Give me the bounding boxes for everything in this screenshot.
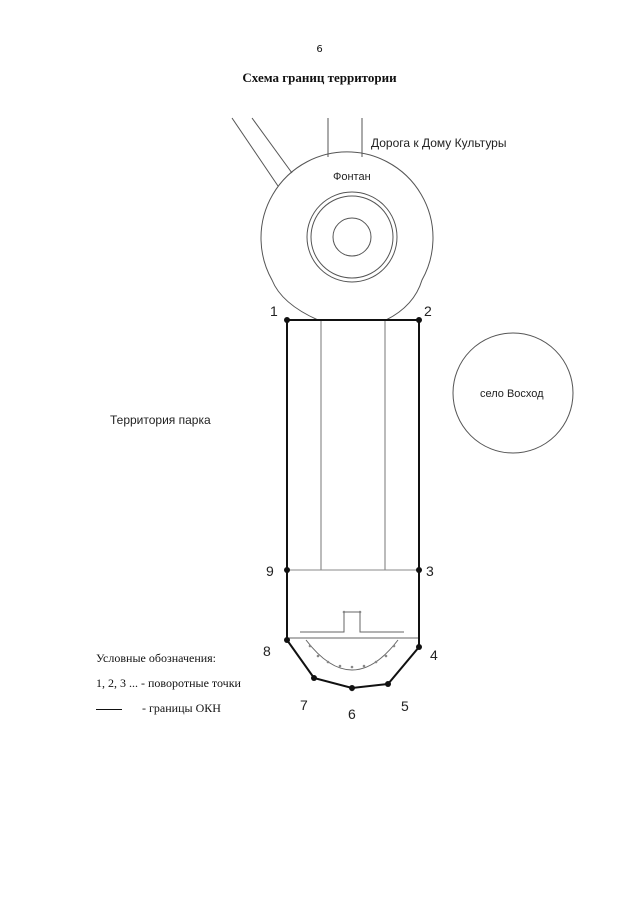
fountain-ring-middle [310,195,394,279]
point-label-3: 3 [426,563,434,579]
legend-boundary-text: - границы ОКН [142,701,221,715]
page-number: 6 [316,44,323,55]
point-label-8: 8 [263,643,271,659]
point-label-1: 1 [270,303,278,319]
fountain-label: Фонтан [333,171,371,183]
memorial-dots [308,610,396,692]
point-marker-9 [284,567,290,573]
fountain-ring-outer [306,191,398,283]
legend-boundary-line [96,708,122,710]
diagonal-road [231,117,293,187]
point-marker-5 [385,681,391,687]
point-marker-7 [311,675,317,681]
point-marker-1 [284,317,290,323]
point-label-6: 6 [348,706,356,722]
village-label: село Восход [480,388,544,400]
village-circle [452,332,574,454]
park-label: Территория парка [110,413,211,427]
point-label-7: 7 [300,697,308,713]
legend-boundary: - границы ОКН [96,701,221,716]
point-marker-4 [416,644,422,650]
fountain-ring-inner [332,217,372,257]
legend-turning-points: 1, 2, 3 ... - поворотные точки [96,676,241,690]
point-marker-2 [416,317,422,323]
legend-heading: Условные обозначения: [96,651,217,665]
fountain-plaza [260,151,434,321]
okn-boundary [286,319,420,690]
road-label: Дорога к Дому Культуры [371,136,506,150]
page-title: Схема границ территории [242,70,397,85]
point-marker-8 [284,637,290,643]
point-marker-6 [349,685,355,691]
point-label-5: 5 [401,698,409,714]
point-label-4: 4 [430,647,438,663]
point-label-9: 9 [266,563,274,579]
point-label-2: 2 [424,303,432,319]
memorial-structure [286,611,420,671]
central-alley [320,320,386,570]
point-marker-3 [416,567,422,573]
road-to-house-of-culture [327,118,363,157]
